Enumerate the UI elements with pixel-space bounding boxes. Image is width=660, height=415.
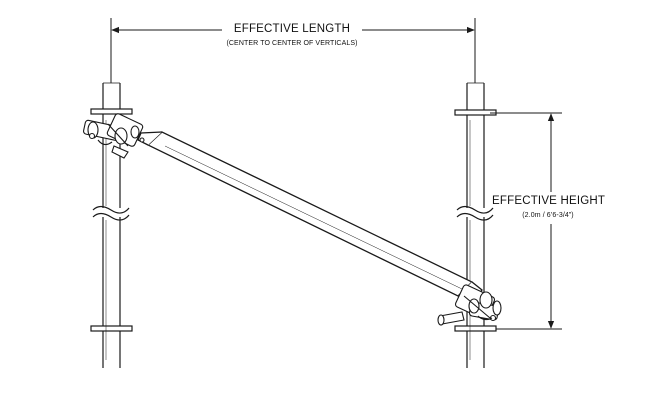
top-swivel-coupler	[83, 113, 145, 159]
effective-length-note: (CENTER TO CENTER OF VERTICALS)	[226, 40, 358, 47]
left-vertical-standard	[90, 82, 133, 368]
right-vertical-standard	[454, 82, 497, 368]
diagonal-brace	[137, 131, 483, 299]
effective-height-note: (2.0m / 6’6-3/4”)	[522, 212, 574, 219]
effective-height-label: EFFECTIVE HEIGHT	[492, 195, 606, 207]
bottom-swivel-coupler	[437, 284, 502, 326]
effective-length-label: EFFECTIVE LENGTH	[222, 23, 362, 35]
